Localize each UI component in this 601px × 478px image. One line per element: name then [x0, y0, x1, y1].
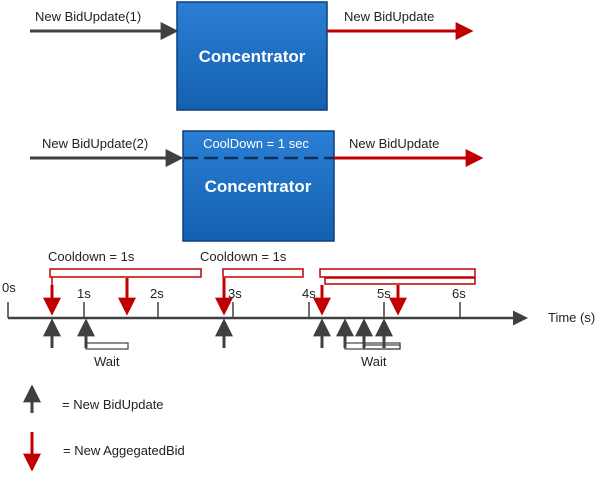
tick-4s: 4s: [302, 286, 316, 301]
wait-label-2: Wait: [361, 354, 387, 369]
concentrator-title-2: Concentrator: [205, 177, 312, 196]
output-label-2: New BidUpdate: [349, 136, 439, 151]
tick-2s: 2s: [150, 286, 164, 301]
cooldown-bracket-2: [222, 268, 304, 278]
wait-bracket-1: [85, 342, 129, 350]
aggregated-bid-arrows: [43, 278, 407, 316]
tick-5s: 5s: [377, 286, 391, 301]
concentrator-box-1: [176, 1, 328, 111]
wait-label-1: Wait: [94, 354, 120, 369]
tick-1s: 1s: [77, 286, 91, 301]
tick-6s: 6s: [452, 286, 466, 301]
tick-3s: 3s: [228, 286, 242, 301]
bid-update-arrows: [43, 318, 393, 348]
input-label-1: New BidUpdate(1): [35, 9, 141, 24]
axis-ticks: [7, 302, 461, 318]
cooldown-label-1: Cooldown = 1s: [48, 249, 135, 264]
wait-bracket-2: [344, 342, 401, 350]
legend: = New BidUpdate = New AggegatedBid: [23, 384, 185, 472]
tick-0s: 0s: [2, 280, 16, 295]
concentrator-diagram-1: New BidUpdate(1) Concentrator New BidUpd…: [30, 1, 474, 111]
cooldown-label-2: Cooldown = 1s: [200, 249, 287, 264]
input-label-2: New BidUpdate(2): [42, 136, 148, 151]
axis-label: Time (s): [548, 310, 595, 325]
concentrator-title-1: Concentrator: [199, 47, 306, 66]
concentrator-diagram-2: New BidUpdate(2) CoolDown = 1 sec Concen…: [30, 130, 484, 242]
cooldown-label: CoolDown = 1 sec: [203, 136, 309, 151]
timeline: Cooldown = 1s Cooldown = 1s 0s 1s 2s 3s …: [2, 249, 595, 369]
legend-bidupdate-label: = New BidUpdate: [62, 397, 164, 412]
output-label-1: New BidUpdate: [344, 9, 434, 24]
cooldown-bracket-3: [319, 268, 476, 285]
concentrator-box-2: [182, 130, 335, 242]
legend-aggregated-label: = New AggegatedBid: [63, 443, 185, 458]
